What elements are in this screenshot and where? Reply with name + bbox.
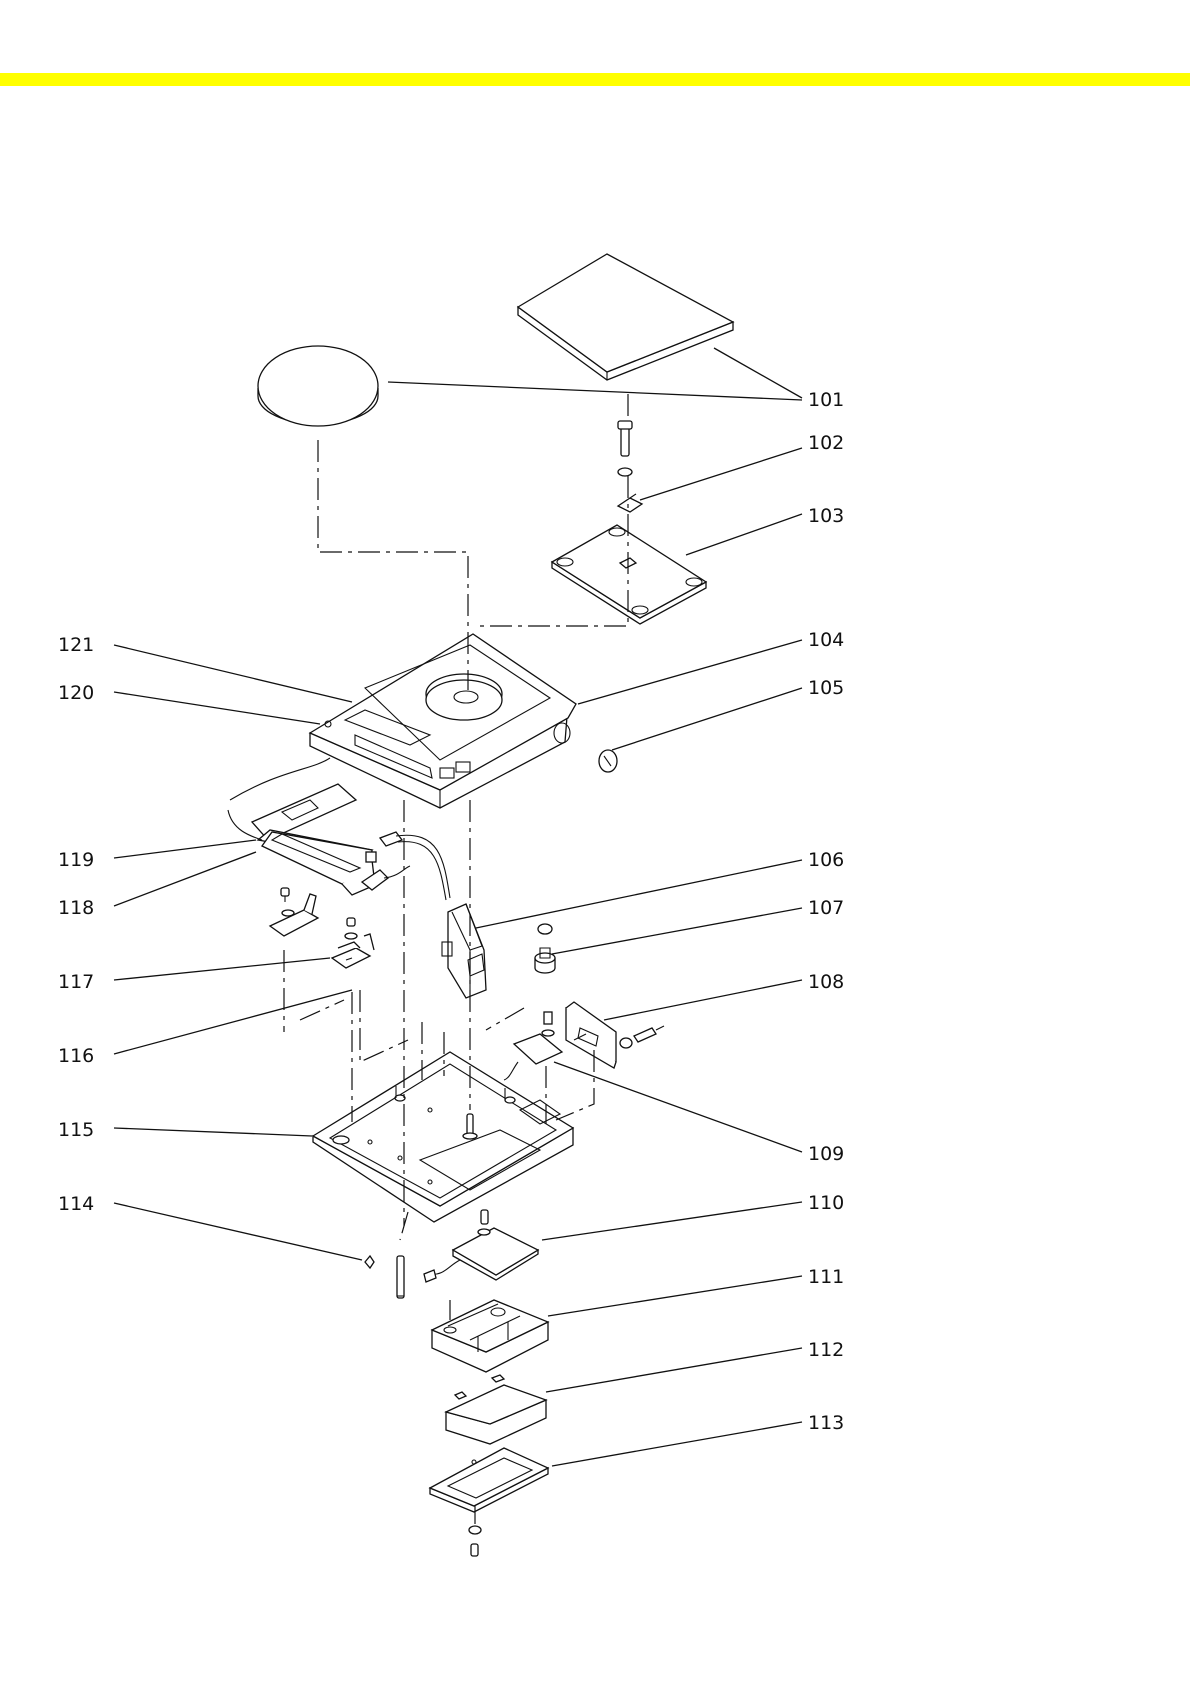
sensor-module	[442, 904, 486, 998]
part-label-113: 113	[808, 1412, 844, 1434]
side-cap	[599, 750, 617, 772]
part-label-105: 105	[808, 677, 844, 699]
part-label-106: 106	[808, 849, 844, 871]
part-label-109: 109	[808, 1143, 844, 1165]
part-label-108: 108	[808, 971, 844, 993]
part-label-115: 115	[58, 1119, 94, 1141]
part-label-114: 114	[58, 1193, 94, 1215]
part-label-117: 117	[58, 971, 94, 993]
bottom-cover	[430, 1448, 548, 1556]
pan-support-plate	[552, 525, 706, 624]
interface-connector	[566, 1002, 664, 1068]
part-label-116: 116	[58, 1045, 94, 1067]
part-label-112: 112	[808, 1339, 844, 1361]
part-label-111: 111	[808, 1266, 844, 1288]
display-bracket-right	[332, 918, 374, 968]
part-label-103: 103	[808, 505, 844, 527]
interface-bracket	[504, 1012, 562, 1080]
sensor-cable	[380, 832, 450, 900]
part-label-110: 110	[808, 1192, 844, 1214]
part-label-107: 107	[808, 897, 844, 919]
housing-top-cover	[310, 634, 576, 808]
adjustable-foot	[535, 924, 555, 973]
load-cell-board	[424, 1210, 538, 1282]
pan-screw	[618, 421, 632, 476]
part-label-118: 118	[58, 897, 94, 919]
part-label-104: 104	[808, 629, 844, 651]
battery-block	[446, 1375, 546, 1444]
pan-bracket	[618, 494, 642, 512]
part-label-102: 102	[808, 432, 844, 454]
part-label-119: 119	[58, 849, 94, 871]
round-weighing-pan	[258, 346, 378, 426]
rectangular-weighing-pan	[518, 254, 733, 380]
part-label-120: 120	[58, 682, 94, 704]
part-label-121: 121	[58, 634, 94, 656]
display-bracket-left	[270, 888, 318, 936]
part-label-101: 101	[808, 389, 844, 411]
base-screw	[365, 1256, 404, 1298]
